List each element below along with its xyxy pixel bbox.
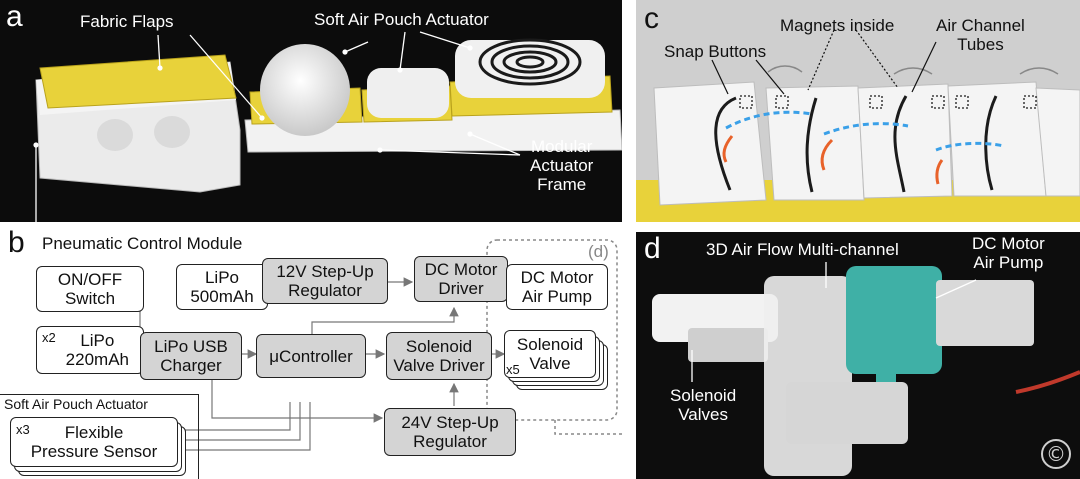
multiplier-sensor: x3 [16, 422, 30, 437]
flow-arrows-orange [722, 135, 944, 185]
group-d-label: (d) [588, 242, 609, 261]
pump-valve-assembly-photo [652, 262, 1080, 476]
copyright-ring [1041, 439, 1071, 469]
pump-motor [936, 280, 1034, 346]
air-pouch-flat [367, 68, 449, 118]
magnet-markers [739, 95, 1037, 109]
module-plates [653, 81, 1080, 206]
air-pouch-inflated [260, 44, 350, 136]
multiplier-lipo: x2 [42, 330, 56, 345]
label-solenoid-valves: Solenoid Valves [670, 386, 737, 424]
copyright-mark: © [1046, 442, 1066, 466]
frame-bump [154, 116, 190, 148]
panel-b-letter: b [8, 226, 25, 259]
power-wire [1015, 370, 1080, 394]
multiplier-valve: x5 [506, 362, 520, 377]
spiral-pattern [478, 38, 582, 86]
flow-arrows-blue [725, 110, 1005, 152]
label-dc-motor-air-pump: DC Motor Air Pump [972, 234, 1045, 272]
box-pressure-sensor: Flexible Pressure Sensor [10, 417, 178, 467]
hinge-arrows [767, 65, 1059, 75]
box-microcontroller: μController [256, 334, 366, 378]
control-module-title: Pneumatic Control Module [42, 234, 243, 253]
box-solenoid-valve: Solenoid Valve [504, 330, 596, 378]
sensor-group-frame [0, 394, 199, 479]
panel-c-photo: c Snap Buttons Magnets inside Air Channe… [636, 0, 1080, 222]
panel-c-letter: c [644, 2, 659, 35]
fabric-flap-yellow [39, 54, 237, 109]
label-soft-air-pouch-actuator: Soft Air Pouch Actuator [314, 10, 489, 29]
box-dc-motor-driver: DC Motor Driver [414, 256, 508, 302]
box-dc-motor-pump: DC Motor Air Pump [506, 264, 608, 310]
box-lipo-500: LiPo 500mAh [176, 264, 268, 310]
air-pouch-patterned [455, 40, 605, 98]
teal-fitting [876, 352, 896, 382]
label-snap-buttons: Snap Buttons [664, 42, 767, 61]
leader-dots [33, 45, 473, 153]
box-24v-regulator: 24V Step-Up Regulator [384, 408, 516, 456]
group-d-link [554, 420, 622, 435]
label-air-channel-tubes: Air Channel Tubes [936, 16, 1025, 54]
leader-lines [35, 31, 521, 222]
frame-bump [97, 119, 133, 151]
label-magnets-inside: Magnets inside [780, 16, 895, 35]
panel-a-photo: a Fabric Flaps Soft Air Pouch Actuator M… [0, 0, 622, 222]
modules-closeup-photo [636, 29, 1080, 222]
label-modular-actuator-frame: Modular Actuator Frame [530, 137, 594, 194]
panel-a-letter: a [6, 0, 23, 33]
group-d-outline [486, 239, 618, 421]
panel-d-photo: d 3D Air Flow Multi-channel DC Motor Air… [636, 232, 1080, 479]
label-3d-air-flow: 3D Air Flow Multi-channel [706, 240, 899, 259]
box-12v-regulator: 12V Step-Up Regulator [262, 258, 388, 304]
box-usb-charger: LiPo USB Charger [140, 332, 242, 380]
panel-b-diagram: b Pneumatic Control Module (d) ON/OFF Sw… [0, 222, 622, 479]
sensor-group-title: Soft Air Pouch Actuator [4, 396, 148, 412]
box-solenoid-driver: Solenoid Valve Driver [386, 332, 492, 380]
box-lipo-220: LiPo 220mAh [36, 326, 144, 374]
actuator-photo [33, 31, 622, 222]
solenoid-valve-coil [688, 328, 768, 362]
leader-lines-d [691, 262, 977, 382]
pump-housing [846, 266, 942, 374]
box-on-off-switch: ON/OFF Switch [36, 266, 144, 312]
label-fabric-flaps: Fabric Flaps [80, 12, 174, 31]
air-channel-tubes [714, 95, 998, 193]
solenoid-valve-lower [786, 382, 908, 444]
panel-d-letter: d [644, 232, 661, 265]
manifold-block [764, 276, 852, 476]
leader-lines-c [711, 29, 937, 95]
